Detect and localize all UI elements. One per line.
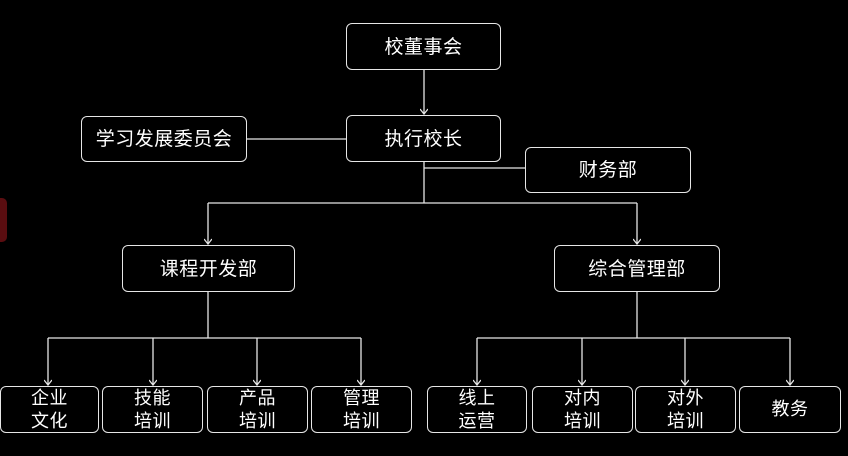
node-academic-affairs: 教务 — [739, 386, 841, 433]
node-corp-culture: 企业 文化 — [0, 386, 99, 433]
node-board: 校董事会 — [346, 23, 501, 70]
node-product-training: 产品 培训 — [207, 386, 308, 433]
node-skill-training: 技能 培训 — [102, 386, 203, 433]
node-management: 综合管理部 — [554, 245, 720, 292]
node-curriculum: 课程开发部 — [122, 245, 295, 292]
side-tab — [0, 198, 7, 242]
node-mgmt-training: 管理 培训 — [311, 386, 412, 433]
node-internal-training: 对内 培训 — [532, 386, 633, 433]
node-principal: 执行校长 — [346, 115, 501, 162]
node-finance: 财务部 — [525, 147, 691, 193]
node-online-ops: 线上 运营 — [427, 386, 527, 433]
node-learning-committee: 学习发展委员会 — [81, 116, 247, 162]
node-external-training: 对外 培训 — [635, 386, 736, 433]
